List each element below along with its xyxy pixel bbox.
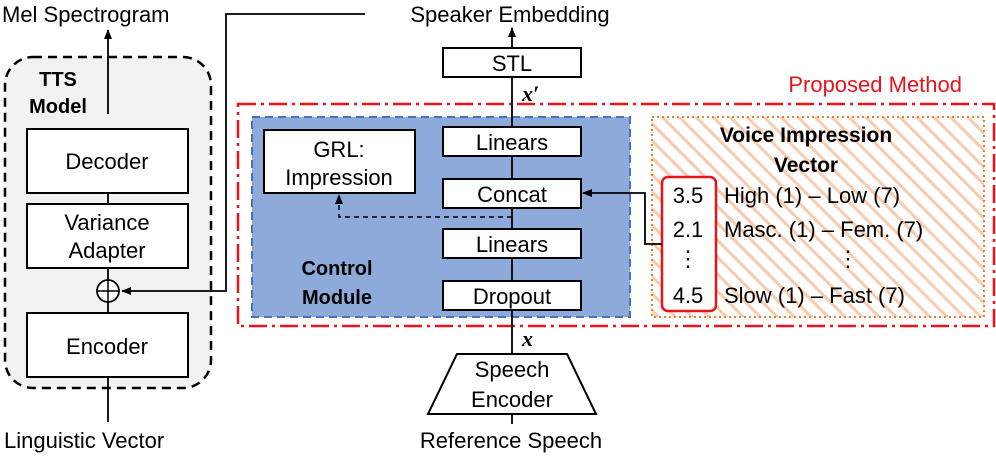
stl-box: [442, 47, 582, 78]
decoder-label: Decoder: [65, 149, 148, 174]
linguistic-vector-label: Linguistic Vector: [4, 428, 164, 453]
decoder-box: [26, 128, 189, 194]
tts-model-title: TTS: [39, 69, 77, 91]
stl-label: STL: [492, 51, 532, 76]
proposed-method-label: Proposed Method: [788, 72, 962, 97]
impression-to-concat-path: [582, 189, 662, 245]
speech-encoder-label: Speech: [475, 357, 550, 382]
voice-impression-title: Voice Impression: [720, 124, 892, 147]
linears-bottom-label: Linears: [476, 232, 548, 257]
impression-scale: Masc. (1) – Fem. (7): [724, 217, 923, 242]
encoder-label: Encoder: [66, 334, 148, 359]
dropout-label: Dropout: [473, 284, 551, 309]
speaker-embedding-path: [121, 13, 365, 295]
speaker-embedding-label: Speaker Embedding: [410, 2, 609, 27]
speech-encoder-shape: [426, 353, 598, 415]
x-prime-label: x′: [521, 81, 539, 106]
grl-label: GRL:: [313, 137, 364, 162]
impression-scale: Slow (1) – Fast (7): [724, 283, 905, 308]
impression-scale-ellipsis: ⋮: [837, 246, 859, 271]
impression-scale: High (1) – Low (7): [724, 183, 900, 208]
linears-top-box: [442, 126, 582, 157]
concat-label: Concat: [477, 182, 547, 207]
impression-value: 4.5: [673, 283, 704, 308]
control-module-title: Control: [301, 258, 372, 280]
mel-spectrogram-label: Mel Spectrogram: [2, 2, 170, 27]
concat-box: [442, 178, 582, 209]
impression-value-ellipsis: ⋮: [677, 246, 699, 271]
linears-top-label: Linears: [476, 130, 548, 155]
grl-label-2: Impression: [285, 165, 393, 190]
variance-adapter-label: Variance: [64, 210, 149, 235]
variance-adapter-label-2: Adapter: [68, 238, 145, 263]
tts-model-title-2: Model: [29, 96, 87, 118]
x-label: x: [521, 326, 533, 351]
grl-gradient-path: [335, 194, 512, 218]
speech-encoder-label-2: Encoder: [471, 387, 553, 412]
impression-value: 2.1: [673, 217, 704, 242]
control-module-title-2: Module: [302, 287, 372, 309]
impression-value: 3.5: [673, 183, 704, 208]
proposed-method-container: [236, 102, 996, 328]
reference-speech-label: Reference Speech: [420, 428, 602, 453]
grl-impression-box: [263, 129, 416, 194]
dropout-box: [442, 280, 582, 311]
linears-bottom-box: [442, 228, 582, 259]
voice-impression-title-2: Vector: [774, 154, 838, 177]
